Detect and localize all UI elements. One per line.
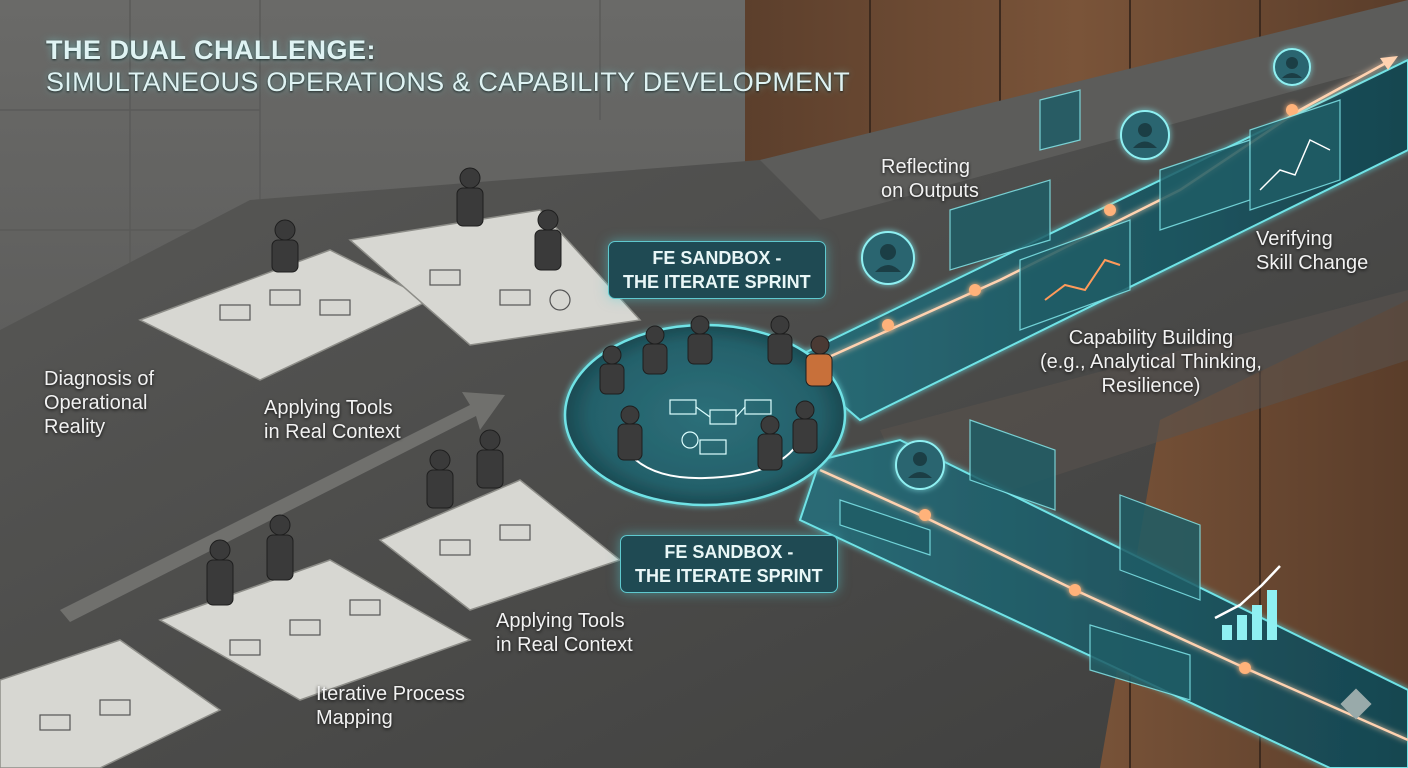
- process-map-sheets: [0, 209, 642, 768]
- floor-arrow: [60, 392, 505, 622]
- label-diagnosis: Diagnosis of Operational Reality: [44, 368, 155, 438]
- title-main: THE DUAL CHALLENGE:: [46, 35, 376, 65]
- avatar-silhouettes: [875, 57, 1302, 478]
- label-iterative-mapping: Iterative Process Mapping: [316, 683, 465, 729]
- sandbox-diagram: [669, 399, 772, 455]
- label-applying-tools-lower: Applying Tools in Real Context: [496, 610, 633, 656]
- verify-chart-line: [1259, 138, 1331, 191]
- title-block: THE DUAL CHALLENGE: SIMULTANEOUS OPERATI…: [46, 34, 850, 98]
- growth-bars: [1222, 590, 1277, 640]
- growth-arrow: [1214, 565, 1281, 620]
- skill-chart-line: [1044, 258, 1121, 301]
- title-subtitle: SIMULTANEOUS OPERATIONS & CAPABILITY DEV…: [46, 67, 851, 97]
- sandbox-team: [599, 315, 833, 471]
- upper-right-ledge: [760, 0, 1408, 220]
- label-reflecting: Reflecting on Outputs: [881, 156, 979, 202]
- label-applying-tools-upper: Applying Tools in Real Context: [264, 397, 401, 443]
- workers: [206, 167, 562, 606]
- holo-panels-upper: [949, 89, 1341, 331]
- holo-panels-lower: [839, 419, 1201, 701]
- label-capability-building: Capability Building (e.g., Analytical Th…: [1040, 327, 1262, 397]
- process-map-shapes: [39, 269, 571, 731]
- progress-nodes: [882, 104, 1298, 674]
- sandbox-callout-upper: FE SANDBOX - THE ITERATE SPRINT: [608, 241, 826, 299]
- upper-arrowhead: [1380, 56, 1398, 70]
- label-verifying: Verifying Skill Change: [1256, 228, 1369, 274]
- sandbox-callout-lower: FE SANDBOX - THE ITERATE SPRINT: [620, 535, 838, 593]
